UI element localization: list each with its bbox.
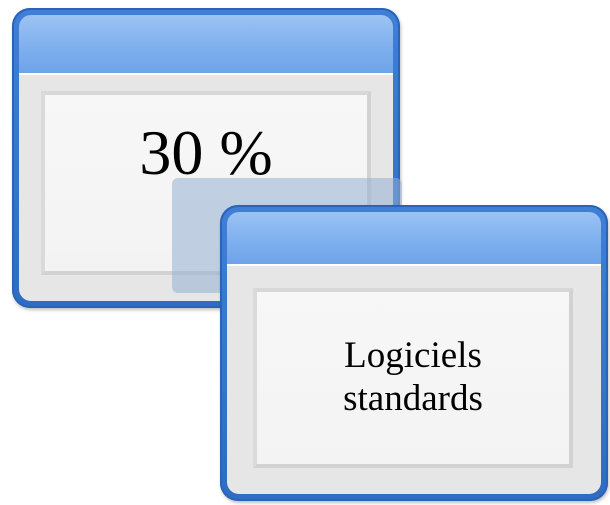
- window-content-pane: Logiciels standards: [253, 288, 573, 468]
- window-title-bar: [19, 15, 393, 73]
- caption-line-2: standards: [343, 378, 483, 419]
- window-icon-front: Logiciels standards: [220, 205, 608, 501]
- window-frame: Logiciels standards: [227, 264, 601, 494]
- percentage-label: 30 %: [139, 117, 273, 188]
- caption-line-1: Logiciels: [344, 335, 482, 377]
- window-title-bar: [227, 212, 601, 264]
